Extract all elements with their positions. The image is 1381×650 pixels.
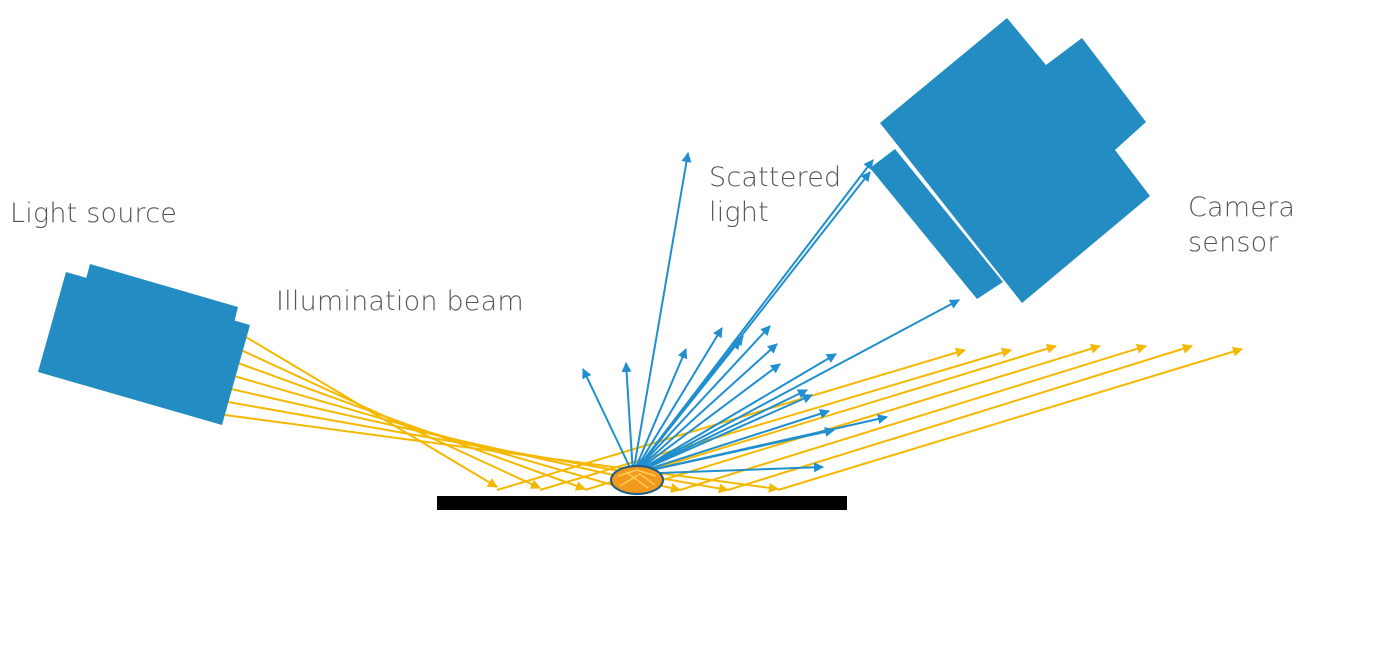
scattered-ray (632, 414, 888, 475)
light-source-label: Light source (10, 198, 178, 229)
illumination-beam-label: Illumination beam (276, 286, 524, 317)
camera-sensor-icon (870, 18, 1150, 303)
reflected-ray (727, 343, 1193, 491)
light-source-icon (38, 264, 250, 425)
scattered-ray (632, 299, 960, 475)
reflected-ray (777, 346, 1243, 491)
incoming-ray (224, 414, 779, 493)
scattered-ray (632, 394, 813, 475)
sample-surface (437, 496, 847, 510)
scattered-light-rays (582, 152, 960, 475)
illumination-beam-reflected (496, 343, 1243, 491)
illumination-beam-incoming (224, 336, 779, 494)
camera-sensor-label: Camera sensor (1188, 191, 1295, 260)
scattered-ray (632, 408, 830, 475)
scattered-ray (632, 353, 837, 475)
incoming-ray (233, 375, 631, 493)
camera-sensor-label-line1: Camera (1188, 192, 1296, 223)
reflected-ray (496, 347, 966, 491)
reflected-ray (679, 343, 1147, 491)
scattered-ray (582, 368, 634, 475)
scattered-ray (632, 462, 824, 475)
scattered-ray (632, 363, 781, 475)
scattered-ray (632, 343, 778, 475)
camera-sensor-label-line2: sensor (1188, 226, 1279, 258)
reflected-ray (629, 343, 1101, 491)
scattered-light-label: Scattered light (709, 161, 841, 230)
scattered-light-label-line1: Scattered (709, 162, 842, 193)
scattered-ray (632, 348, 688, 475)
scattered-ray (632, 152, 692, 475)
reflected-ray (539, 347, 1012, 491)
scattered-ray (632, 339, 741, 475)
scattered-ray (632, 389, 808, 475)
scattered-light-label-line2: light (709, 196, 769, 228)
scattered-ray (621, 362, 634, 475)
scattered-ray (632, 327, 723, 475)
scattered-ray (632, 325, 771, 475)
incoming-ray (230, 388, 681, 493)
particle-icon (610, 465, 664, 495)
incoming-ray (237, 362, 586, 491)
